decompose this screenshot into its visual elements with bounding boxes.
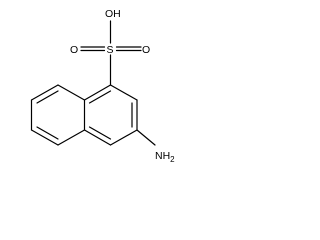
bond-c5-c4a	[57, 129, 86, 146]
bond-c6-c5-inner	[36, 126, 59, 140]
bond-c8a-c8	[57, 84, 86, 101]
oxygen-left-label: O	[70, 44, 78, 56]
bond-c6-c5	[30, 129, 59, 146]
amine-label-subscript: 2	[170, 155, 175, 164]
bond-c8a-c1-inner	[88, 90, 112, 104]
bond-c1-c2	[109, 84, 138, 101]
bond-c8-c7-inner	[36, 90, 59, 104]
sulfur-label: S	[107, 44, 114, 56]
bond-c8-c7	[30, 84, 59, 101]
bond-c3-n	[136, 129, 156, 146]
oxygen-right-label: O	[142, 44, 150, 56]
structure-diagram: OH S O O NH2	[0, 0, 200, 179]
amine-label: NH2	[155, 150, 175, 164]
bond-c3-c4	[109, 129, 138, 146]
bond-c4-c4a-inner	[88, 126, 112, 140]
bond-c4-c4a	[83, 129, 112, 146]
bond-c8a-c1	[83, 84, 112, 101]
hydroxyl-label: OH	[105, 8, 121, 20]
amine-label-main: NH	[155, 150, 170, 162]
molecule-svg: OH S O O NH2	[30, 8, 175, 164]
